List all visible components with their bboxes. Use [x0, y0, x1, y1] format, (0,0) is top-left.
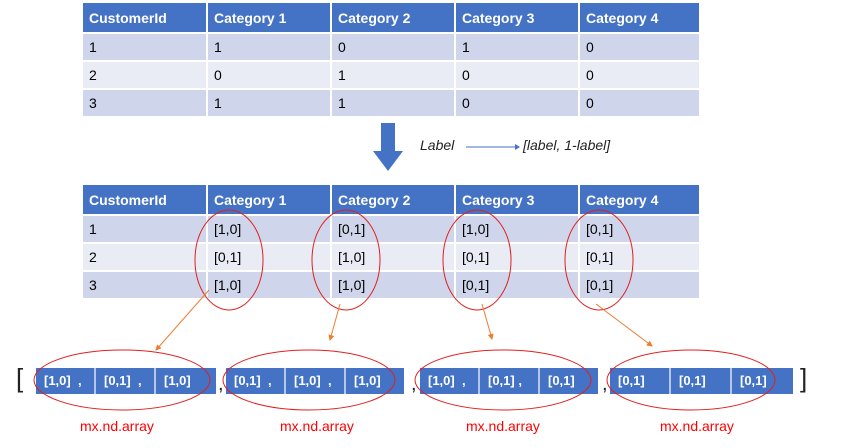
table-row: 1 [1,0] [0,1] [1,0] [0,1] [83, 216, 699, 244]
caption-mx-nd-array: mx.nd.array [660, 418, 734, 434]
right-arrow-icon [466, 144, 520, 150]
separator-comma: , [218, 373, 224, 395]
caption-mx-nd-array: mx.nd.array [466, 418, 540, 434]
header-customerid: CustomerId [83, 3, 208, 34]
cell: 0 [208, 62, 332, 90]
header-customerid: CustomerId [83, 185, 208, 216]
legend-to: [label, 1-label] [523, 137, 611, 153]
array-cell: [0,1] , [480, 368, 540, 394]
table-row: 2 0 1 0 0 [83, 62, 699, 90]
array-cell: [0,1] [671, 368, 732, 394]
header-category-2: Category 2 [332, 185, 456, 216]
array-group-3: [1,0] , [0,1] , [0,1] [420, 368, 598, 394]
cell: 0 [456, 62, 580, 90]
array-group-2: [0,1] , [1,0] , [1,0] [226, 368, 404, 394]
top-binary-table: CustomerId Category 1 Category 2 Categor… [83, 3, 699, 118]
header-category-1: Category 1 [208, 185, 332, 216]
cell: 1 [332, 62, 456, 90]
cell: 1 [83, 216, 208, 244]
cell: [0,1] [580, 272, 699, 300]
pointer-arrow-4 [595, 303, 653, 347]
header-category-2: Category 2 [332, 3, 456, 34]
array-group-4: [0,1] [0,1] [0,1] [610, 368, 793, 394]
array-cell: [1,0] [156, 368, 216, 394]
array-cell: [1,0] , [286, 368, 346, 394]
down-arrow-icon [373, 123, 403, 171]
table-header-row: CustomerId Category 1 Category 2 Categor… [83, 3, 699, 34]
cell: 1 [83, 34, 208, 62]
cell: [0,1] [332, 216, 456, 244]
array-cell: [1,0] , [36, 368, 96, 394]
cell: 1 [332, 90, 456, 118]
cell: 1 [208, 34, 332, 62]
cell: 2 [83, 62, 208, 90]
cell: [0,1] [208, 244, 332, 272]
cell: [0,1] [456, 244, 580, 272]
array-cell: [0,1] [732, 368, 793, 394]
cell: 0 [332, 34, 456, 62]
cell: [0,1] [580, 216, 699, 244]
table-row: 3 1 1 0 0 [83, 90, 699, 118]
header-category-4: Category 4 [580, 3, 699, 34]
pointer-arrow-2 [328, 303, 341, 341]
array-cell: [0,1] [610, 368, 671, 394]
cell: [1,0] [208, 216, 332, 244]
array-cell: [1,0] , [420, 368, 480, 394]
cell: 3 [83, 90, 208, 118]
cell: 2 [83, 244, 208, 272]
separator-comma: , [602, 373, 608, 395]
array-cell: [1,0] [346, 368, 404, 394]
cell: [1,0] [208, 272, 332, 300]
cell: 0 [580, 62, 699, 90]
header-category-1: Category 1 [208, 3, 332, 34]
cell: [0,1] [456, 272, 580, 300]
array-cell: [0,1] , [226, 368, 286, 394]
cell: [0,1] [580, 244, 699, 272]
table-row: 3 [1,0] [1,0] [0,1] [0,1] [83, 272, 699, 300]
table-header-row: CustomerId Category 1 Category 2 Categor… [83, 185, 699, 216]
cell: 0 [456, 90, 580, 118]
pointer-arrow-3 [481, 303, 494, 340]
table-row: 1 1 0 1 0 [83, 34, 699, 62]
cell: [1,0] [456, 216, 580, 244]
bottom-pair-table: CustomerId Category 1 Category 2 Categor… [83, 185, 699, 300]
close-bracket: ] [800, 363, 808, 393]
header-category-4: Category 4 [580, 185, 699, 216]
array-group-1: [1,0] , [0,1] , [1,0] [36, 368, 216, 394]
caption-mx-nd-array: mx.nd.array [80, 418, 154, 434]
array-cell: [0,1] , [96, 368, 156, 394]
open-bracket: [ [16, 363, 24, 393]
header-category-3: Category 3 [456, 185, 580, 216]
cell: 0 [580, 90, 699, 118]
table-row: 2 [0,1] [1,0] [0,1] [0,1] [83, 244, 699, 272]
cell: 3 [83, 272, 208, 300]
separator-comma: , [411, 373, 417, 395]
legend-from: Label [420, 137, 455, 153]
cell: 1 [208, 90, 332, 118]
caption-mx-nd-array: mx.nd.array [280, 418, 354, 434]
array-cell: [0,1] [540, 368, 598, 394]
cell: 1 [456, 34, 580, 62]
cell: 0 [580, 34, 699, 62]
header-category-3: Category 3 [456, 3, 580, 34]
cell: [1,0] [332, 244, 456, 272]
cell: [1,0] [332, 272, 456, 300]
